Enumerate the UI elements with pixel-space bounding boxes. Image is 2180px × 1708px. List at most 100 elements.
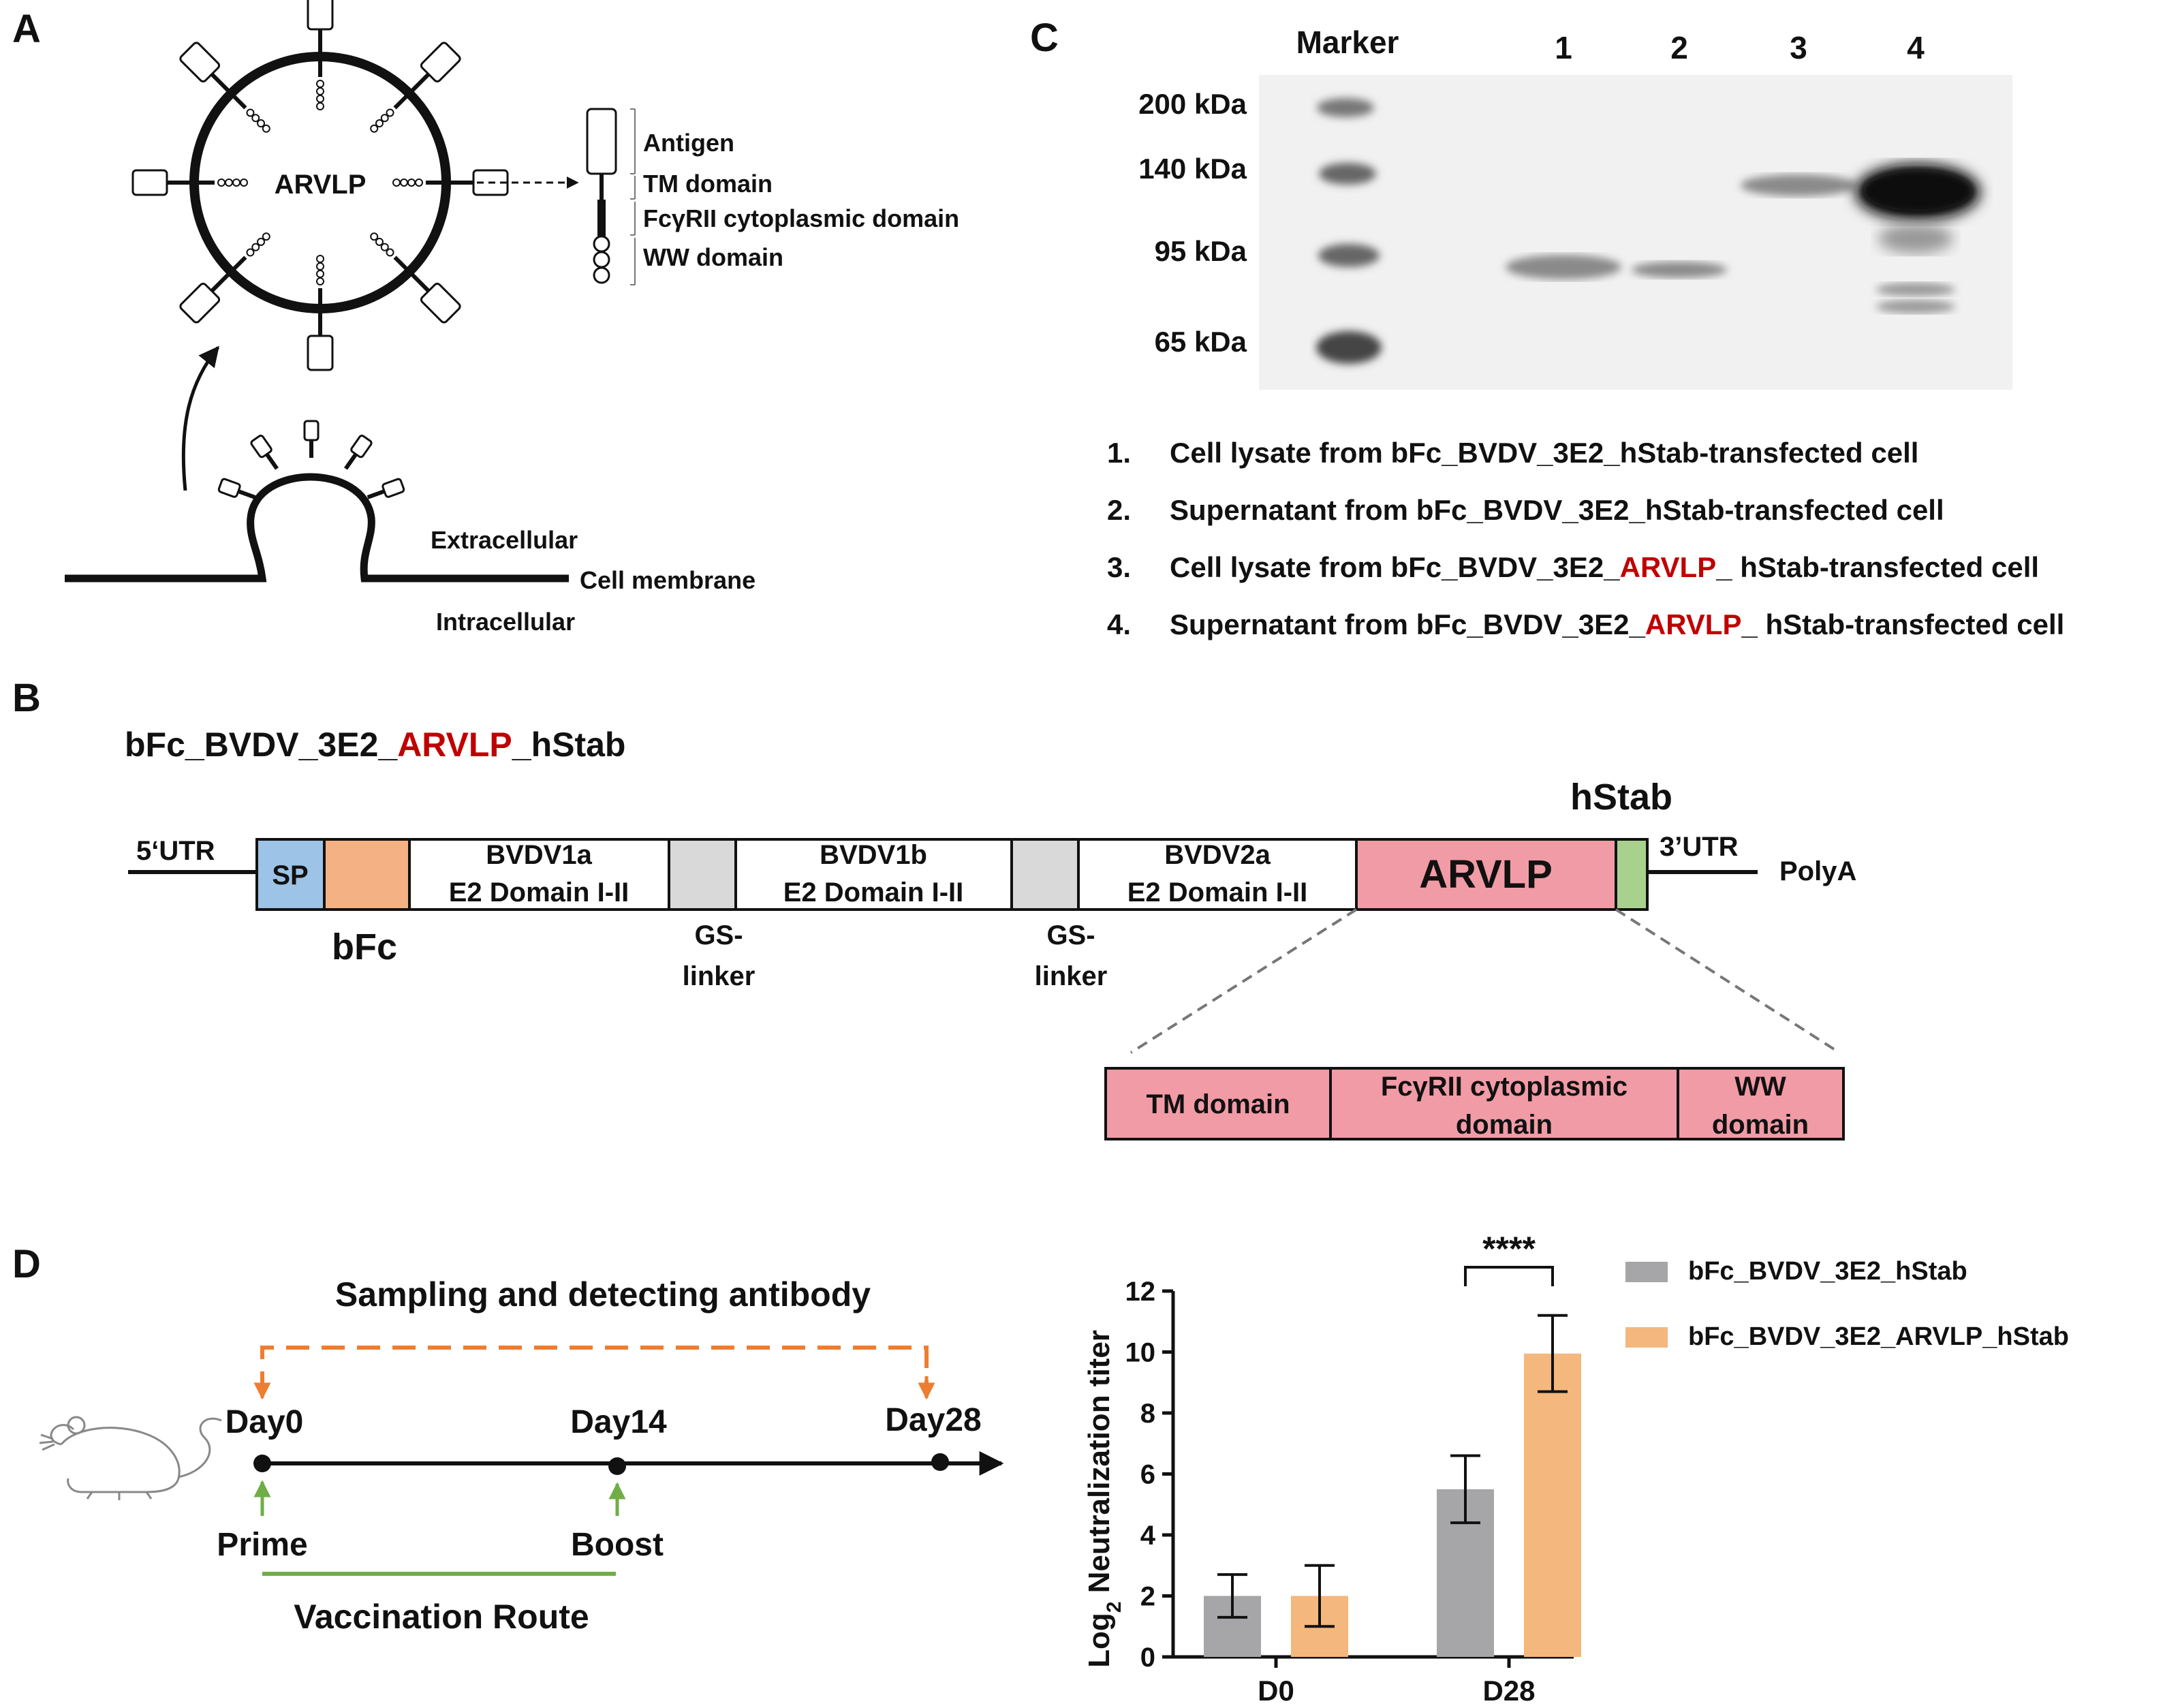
- chart-legend: bFc_BVDV_3E2_hStab bFc_BVDV_3E2_ARVLP_hSt…: [1625, 1257, 2069, 1351]
- zoom-line-left: [1130, 908, 1358, 1054]
- legend-entry: bFc_BVDV_3E2_ARVLP_hStab: [1688, 1322, 2069, 1351]
- particle-spike: [392, 169, 509, 196]
- vaccination-route-label: Vaccination Route: [294, 1598, 589, 1636]
- particle-spike: [131, 169, 248, 196]
- legend-ww-shape: [593, 251, 610, 268]
- spike-tail: [230, 255, 247, 273]
- sampling-label: Sampling and detecting antibody: [335, 1275, 871, 1314]
- particle-spike: [179, 232, 270, 324]
- bvdv1b-line1: BVDV1b: [820, 840, 927, 870]
- spike-tm: [210, 273, 230, 293]
- spike-ww-bead: [316, 277, 324, 285]
- bvdv2a-segment: [1077, 838, 1358, 911]
- chart-bars: [1204, 1314, 1581, 1657]
- arvlp-segment: [1355, 838, 1617, 911]
- timeline-dot-day0: [253, 1455, 271, 1472]
- spike-ww-bead: [375, 237, 384, 246]
- chart-ylabel-main: Log: [1083, 1613, 1116, 1668]
- mw-65: 65 kDa: [1155, 326, 1247, 358]
- linker-segment-1: [668, 838, 737, 911]
- prime-label: Prime: [217, 1527, 307, 1563]
- spike-tail: [194, 181, 215, 185]
- band-lane-3: [1741, 174, 1856, 196]
- construct-title-prefix: bFc_BVDV_3E2_: [125, 726, 398, 764]
- lane-legend-pre-4: Supernatant from bFc_BVDV_3E2_: [1170, 608, 1646, 640]
- spike-ww-bead: [316, 270, 324, 278]
- lane-legend-pre-2: Supernatant from bFc_BVDV_3E2_hStab-tran…: [1170, 494, 1944, 526]
- bvdv2a-line1: BVDV2a: [1164, 840, 1271, 870]
- legend-antigen: Antigen: [643, 129, 734, 157]
- legend-tm-shape: [600, 174, 604, 200]
- particle-spike: [307, 0, 334, 110]
- bud-spike-tm: [265, 452, 279, 470]
- hstab-segment: [1615, 838, 1649, 911]
- y-tick-label: 0: [1140, 1643, 1155, 1673]
- marker-band-95: [1318, 244, 1380, 267]
- cell-membrane-line: [65, 473, 569, 583]
- chart-ylabel: Log2 Neutralization titer: [1083, 1330, 1125, 1668]
- lane-legend: 1. Cell lysate from bFc_BVDV_3E2_hStab-t…: [1107, 437, 2064, 640]
- sp-label: SP: [272, 860, 308, 890]
- y-tick-label: 6: [1140, 1460, 1155, 1490]
- legend-fc-domain: FcγRII cytoplasmic domain: [643, 204, 959, 232]
- mouse-whiskers: [39, 1433, 55, 1451]
- spike-tail: [393, 92, 411, 110]
- zoom-line-right: [1615, 908, 1841, 1054]
- panel-a-letter: A: [12, 7, 41, 51]
- band-lane-4-smear: [1878, 223, 1953, 253]
- legend-tm-domain: TM domain: [643, 170, 773, 198]
- bud-spike-tm: [237, 489, 256, 499]
- spike-ww-bead: [370, 232, 379, 241]
- lane-label-4: 4: [1907, 30, 1925, 65]
- zoom-fc-line1: FcγRII cytoplasmic: [1381, 1072, 1628, 1102]
- bar: [1524, 1353, 1581, 1657]
- legend-entry: bFc_BVDV_3E2_hStab: [1688, 1257, 1967, 1286]
- spike-ww-bead: [415, 178, 423, 187]
- legend-bracket: [630, 108, 635, 285]
- panel-d-letter: D: [12, 1242, 41, 1286]
- legend-swatch: [1625, 1262, 1668, 1282]
- spike-ww-bead: [316, 80, 324, 88]
- x-tick-label: D28: [1482, 1675, 1535, 1707]
- spike-ww-bead: [262, 232, 270, 241]
- budding-arrow: [181, 345, 219, 491]
- lane-legend-num-4: 4.: [1107, 608, 1131, 640]
- band-lane-1: [1506, 255, 1621, 279]
- spike-tm: [410, 72, 431, 93]
- bvdv1a-line2: E2 Domain I-II: [449, 878, 629, 907]
- hstab-label: hStab: [1570, 777, 1672, 818]
- significance-label: ****: [1482, 1230, 1536, 1268]
- timeline-dot-day28: [931, 1453, 949, 1471]
- zoom-ww-line1: WW: [1734, 1072, 1786, 1102]
- marker-band-65: [1316, 331, 1382, 364]
- budding-spike: [303, 420, 320, 458]
- spike-antigen: [179, 282, 221, 324]
- linker1-line1: GS-: [694, 920, 743, 950]
- construct-title-suffix: _hStab: [512, 726, 626, 764]
- spike-tm: [410, 273, 431, 293]
- spike-tail: [318, 288, 322, 309]
- band-lane-4-main-core: [1863, 170, 1972, 211]
- band-lane-4-low2: [1876, 300, 1955, 313]
- lane-legend-red-3: ARVLP: [1620, 551, 1717, 583]
- budding-spike: [344, 435, 373, 470]
- spike-ww-bead: [392, 178, 401, 187]
- bud-spike-antigen: [217, 478, 241, 498]
- legend-swatch: [1625, 1327, 1668, 1348]
- lane-legend-red-4: ARVLP: [1645, 608, 1742, 640]
- arvlp-segment-label: ARVLP: [1419, 852, 1553, 897]
- bvdv1b-line2: E2 Domain I-II: [783, 878, 964, 907]
- y-tick-label: 8: [1140, 1399, 1155, 1429]
- construct-title-highlight: ARVLP: [397, 726, 512, 764]
- spike-ww-bead: [380, 114, 389, 123]
- cell-membrane-label: Cell membrane: [580, 566, 756, 594]
- lane-legend-post-3: _ hStab-transfected cell: [1715, 551, 2039, 583]
- spike-ww-bead: [370, 124, 379, 133]
- legend-molecule: [586, 108, 636, 285]
- legend-antigen-shape: [586, 108, 617, 175]
- budding-spike: [217, 478, 256, 499]
- spike-ww-bead: [240, 178, 248, 187]
- spike-tm: [318, 29, 322, 52]
- boost-label: Boost: [571, 1527, 664, 1563]
- lane-label-3: 3: [1790, 30, 1807, 65]
